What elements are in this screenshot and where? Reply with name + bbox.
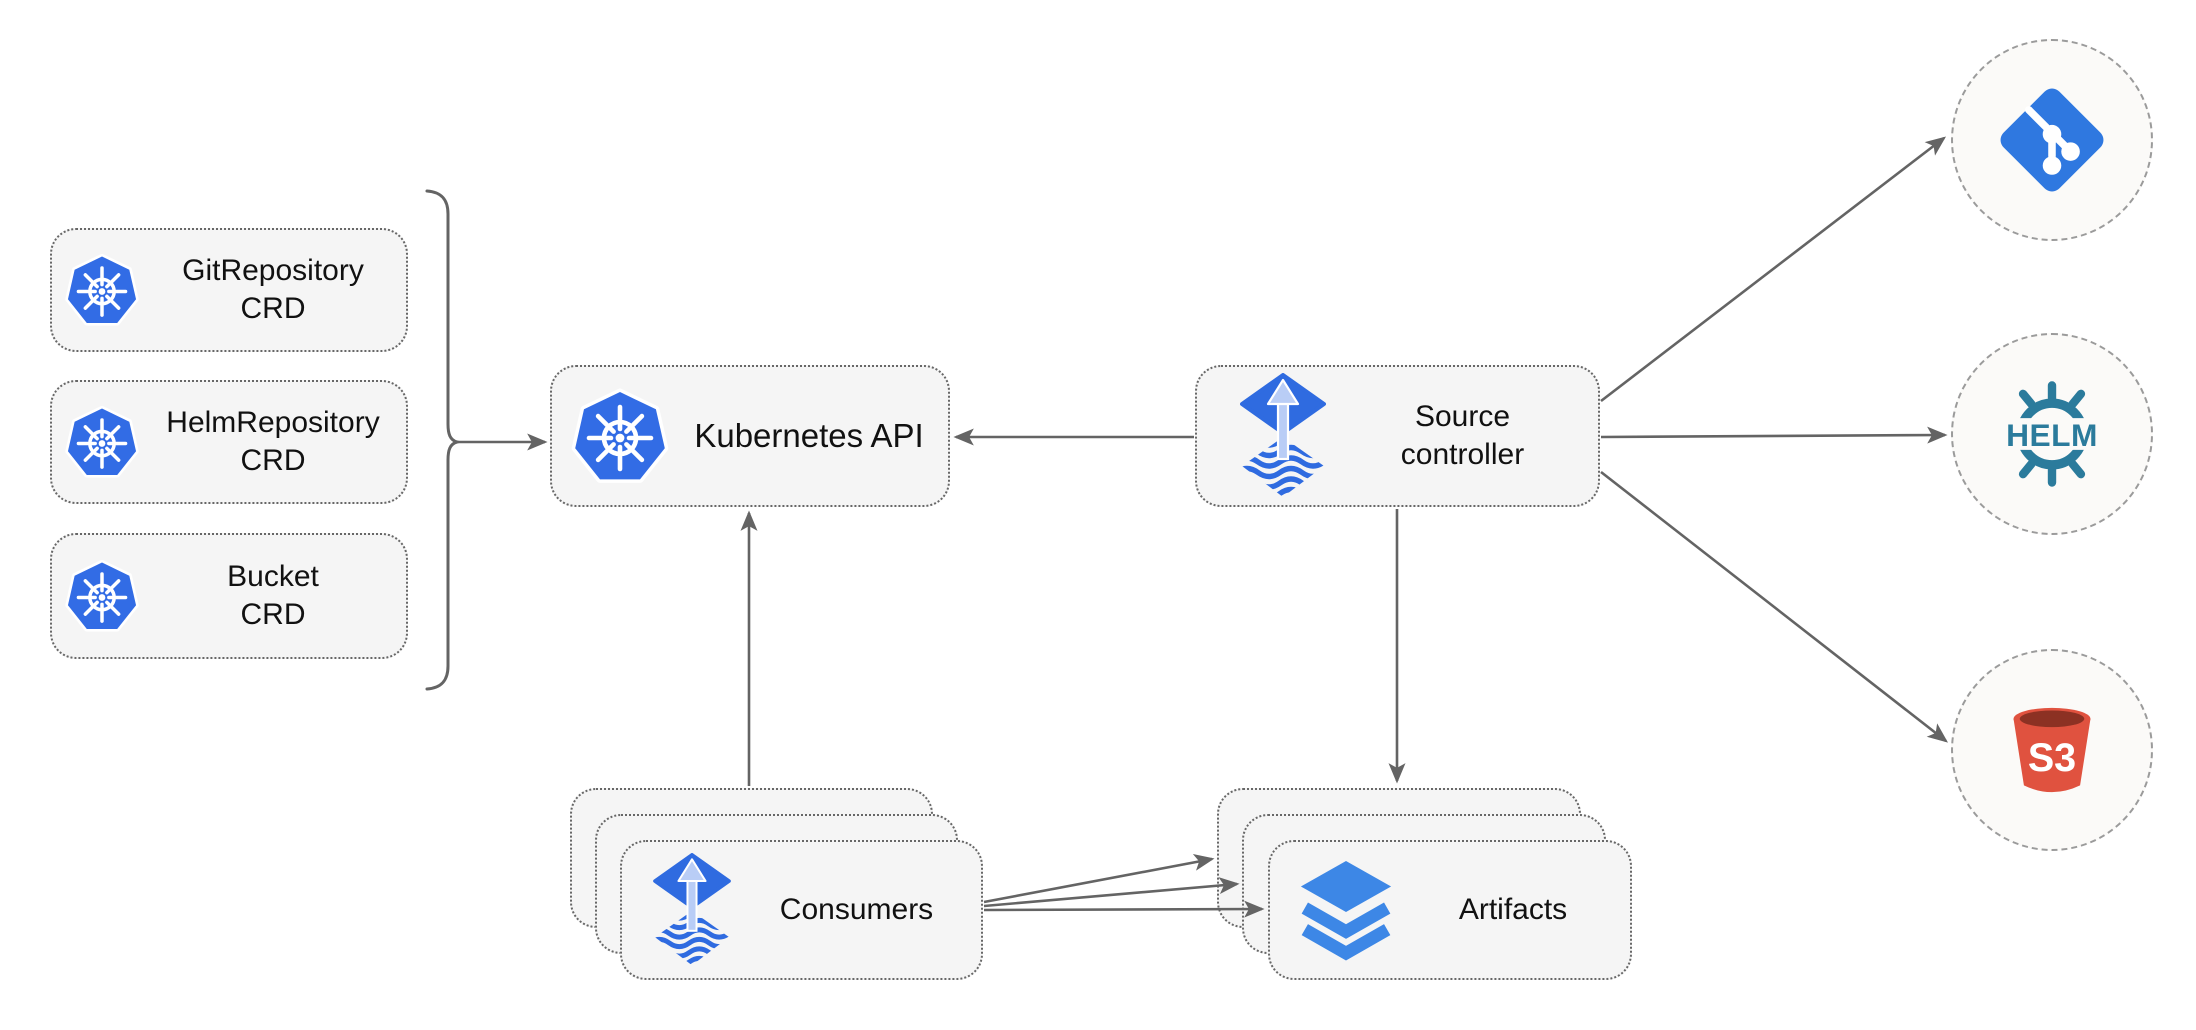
s3-bucket-endpoint (1951, 649, 2153, 851)
source-controller-label: Source controller (1327, 398, 1598, 474)
kubernetes-icon (64, 558, 140, 634)
crd-label-line1: GitRepository (182, 254, 364, 287)
crd-label-line1: Bucket (227, 560, 319, 593)
crd-label-line2: CRD (240, 598, 306, 631)
consumers-label: Consumers (779, 893, 934, 926)
helm-repository-endpoint (1951, 333, 2153, 535)
flux-icon (652, 853, 732, 967)
source-label-line2: controller (1400, 438, 1525, 471)
arrow-consumers-to-artifacts-1 (983, 853, 1215, 904)
artifacts-label: Artifacts (1458, 893, 1568, 926)
crd-box-bucket: Bucket CRD (50, 533, 408, 659)
crd-label-line1: HelmRepository (166, 406, 380, 439)
kubernetes-api-box: Kubernetes API (550, 365, 950, 507)
kubernetes-icon (64, 252, 140, 328)
s3-icon (2000, 698, 2104, 802)
artifacts-box: Artifacts (1268, 840, 1632, 980)
layers-icon (1296, 859, 1396, 961)
arrow-consumers-to-artifacts-2 (983, 877, 1240, 908)
arrow-source-to-helm (1600, 426, 1948, 444)
helm-icon (1996, 378, 2108, 490)
source-controller-box: Source controller (1195, 365, 1600, 507)
source-label-line1: Source (1414, 400, 1511, 433)
crd-label-line2: CRD (240, 292, 306, 325)
crd-box-helmrepository: HelmRepository CRD (50, 380, 408, 504)
crd-box-label: Bucket CRD (140, 558, 406, 634)
git-repository-endpoint (1951, 39, 2153, 241)
kubernetes-icon (570, 386, 670, 486)
crd-box-gitrepository: GitRepository CRD (50, 228, 408, 352)
arrow-source-to-s3 (1600, 470, 1949, 743)
kubernetes-api-label: Kubernetes API (694, 417, 924, 454)
arrow-source-to-git (1600, 136, 1947, 403)
consumers-box: Consumers (620, 840, 983, 980)
crd-group-brace (425, 189, 463, 691)
git-icon (1994, 82, 2110, 198)
flux-icon (1239, 373, 1327, 499)
crd-box-label: GitRepository CRD (140, 252, 406, 328)
crd-label-line2: CRD (240, 444, 306, 477)
crd-box-label: HelmRepository CRD (140, 404, 406, 480)
kubernetes-icon (64, 404, 140, 480)
